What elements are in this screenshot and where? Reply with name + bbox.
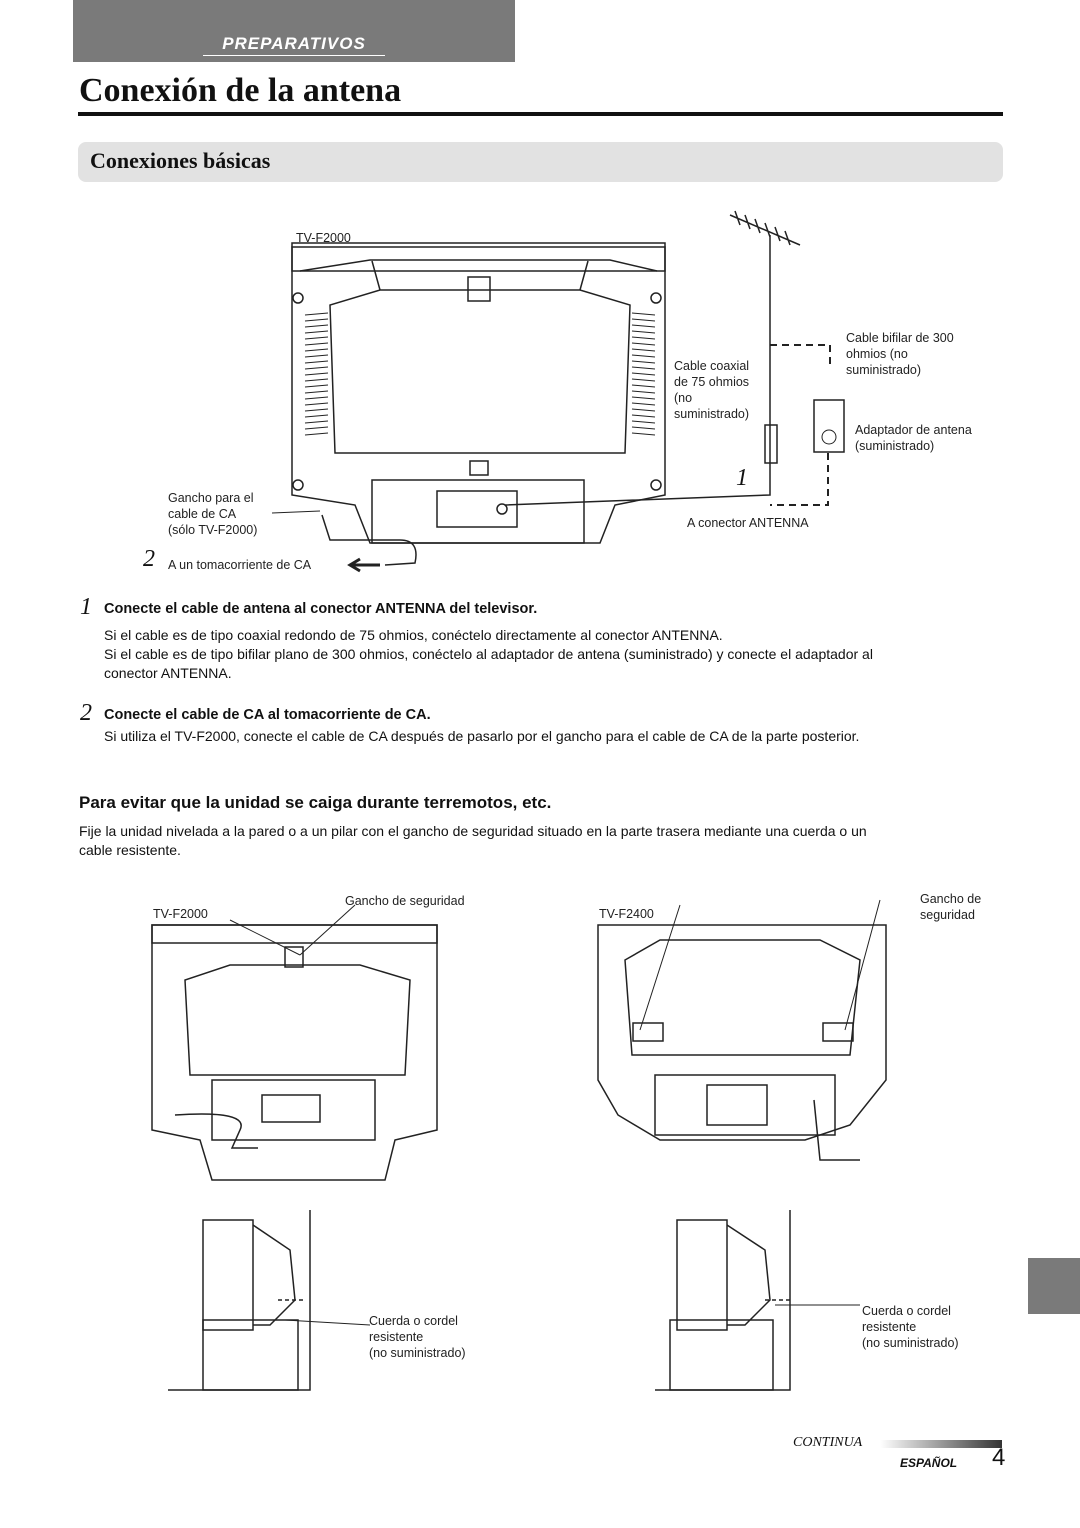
tv-top-rim [291,246,666,272]
antenna-adapter [813,399,845,453]
language-label: ESPAÑOL [900,1456,958,1470]
left-tv-top-hook [284,946,304,968]
step2-number: 2 [80,700,92,726]
step2-body: Si utiliza el TV-F2000, conecte el cable… [104,728,860,744]
continua-label: CONTINUA [793,1435,863,1450]
section-title: Conexiones básicas [90,148,271,173]
tv-rear-hook [469,460,489,476]
diagram-step1-marker: 1 [736,465,748,491]
left-hook-label: Gancho de seguridad [345,894,465,908]
tab-underline [203,55,385,56]
right-model-label: TV-F2400 [599,907,654,921]
section-header: Conexiones básicas [78,142,1003,182]
tv-top-bevel [299,259,658,272]
section-tab: PREPARATIVOS [73,0,515,62]
step2-heading: Conecte el cable de CA al tomacorriente … [104,707,431,723]
title-rule [78,112,1003,116]
continua-arrow [880,1440,1002,1448]
right-tv-body [597,924,887,1141]
page-number: 4 [992,1444,1006,1471]
side-tab [1028,1258,1080,1314]
outlet-label: A un tomacorriente de CA [168,558,312,572]
tv-rear-body [291,242,666,544]
earthquake-body: Fije la unidad nivelada a la pared o a u… [79,823,867,858]
tv-rear-panel [329,289,631,454]
step1-body: Si el cable es de tipo coaxial redondo d… [104,627,873,681]
left-tv-body [151,924,438,1181]
ac-cord [321,514,417,566]
earthquake-heading: Para evitar que la unidad se caiga duran… [79,793,552,812]
antenna-jack [496,503,508,515]
tv-top-hook [467,276,491,302]
right-tv-side [676,1219,728,1331]
adapter-label: Adaptador de antena(suministrado) [855,423,972,453]
tv-terminal-box [371,479,585,544]
section-tab-label: PREPARATIVOS [222,34,366,53]
diagram1-model-label: TV-F2000 [296,231,351,245]
outlet-arrow [347,557,380,573]
antenna-connection-diagram [271,210,845,573]
left-tv-side [202,1219,254,1331]
antenna-drawing [504,210,801,506]
coax-plug [764,424,778,464]
page-title: Conexión de la antena [79,72,402,109]
tv-input-panel [436,490,518,528]
diagram-step2-marker: 2 [143,546,155,572]
tv-rear-inner [371,260,589,291]
step1-heading: Conecte el cable de antena al conector A… [104,601,538,617]
antenna-connector-label: A conector ANTENNA [687,516,809,530]
left-model-label: TV-F2000 [153,907,208,921]
step1-number: 1 [80,594,92,620]
bifilar-cable [770,344,831,506]
safety-hook-diagram [151,899,887,1391]
